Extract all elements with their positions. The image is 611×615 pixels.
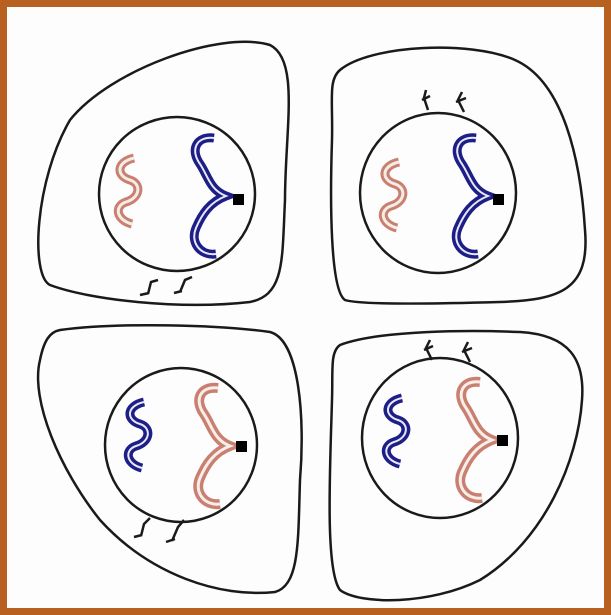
centromere-marker <box>493 194 504 205</box>
small-chromosome <box>386 398 406 464</box>
large-chromosome <box>456 138 488 254</box>
small-chromosome <box>383 162 403 228</box>
centrioles <box>140 277 192 295</box>
cell-membrane <box>38 325 302 593</box>
large-chromosome <box>198 388 230 504</box>
cell-bottom-left <box>38 325 302 593</box>
large-chromosome <box>460 382 492 498</box>
cell-top-left <box>38 42 288 305</box>
cell-top-right <box>331 48 585 304</box>
centromere-marker <box>236 441 247 452</box>
cell-bottom-right <box>330 331 583 600</box>
centromere-marker <box>497 435 508 446</box>
large-chromosome <box>194 138 226 254</box>
cell-membrane <box>331 48 585 304</box>
centrioles <box>422 90 466 112</box>
centromere-marker <box>233 194 244 205</box>
small-chromosome <box>118 158 138 224</box>
small-chromosome <box>128 402 148 468</box>
